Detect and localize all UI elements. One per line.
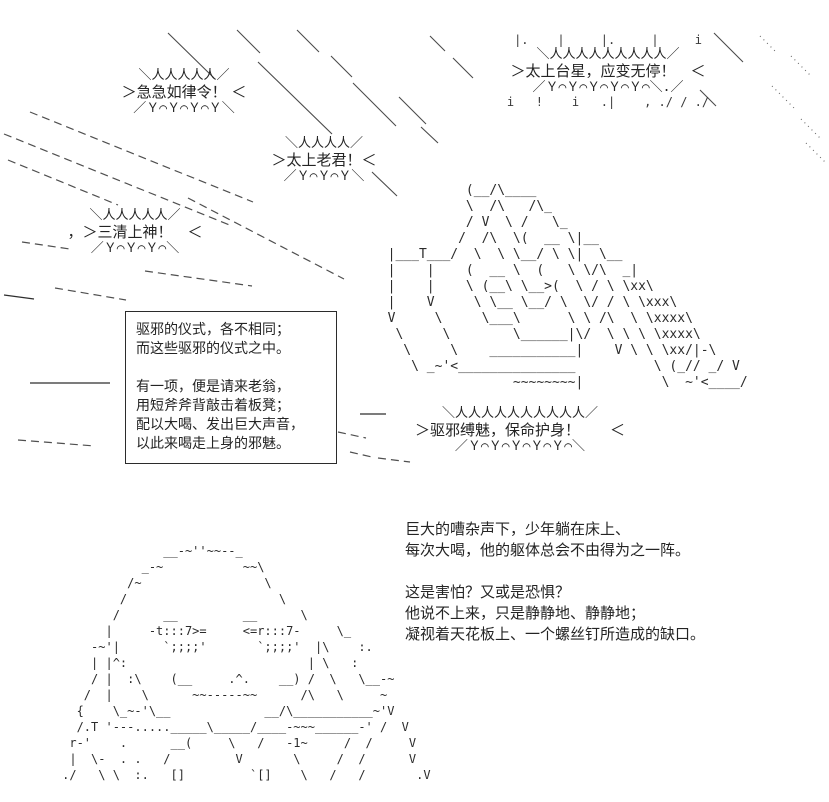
shout-text-quxiefumei: ＞驱邪缚魅，保命护身！ ＜: [414, 421, 625, 439]
shout-bubble-sanqingshangshen: ＼人人人人人／ ，＞三清上神！ ＜ ／Ｙ⌒Ｙ⌒Ｙ⌒＼: [35, 208, 235, 256]
bubble-bottom-border: ／Ｙ⌒Ｙ⌒Ｙ⌒Ｙ＼: [133, 101, 235, 116]
bubble-top-border: ＼人人人人人人人人人人／: [441, 406, 598, 421]
bubble-top-border: ＼人人人人人人人人人／: [536, 47, 680, 62]
shout-text-taishangtaixing: ＞太上台星，应变无停！ ＜: [510, 62, 706, 80]
boy-ascii-art: __-~''~~--_ _-~ ~~\ /~ \ / \ / __ __ \ |…: [62, 544, 431, 782]
shout-bubble-taishangtaixing: |. | |. | i ＼人人人人人人人人人／ ＞太上台星，应变无停！ ＜ ／Ｙ…: [468, 33, 748, 109]
bubble-bottom-border: ／Ｙ⌒Ｙ⌒Ｙ⌒Ｙ⌒Ｙ⌒＼.／: [532, 80, 684, 95]
bubble-marks-below: i ! i .| , ./ / ./: [506, 95, 710, 109]
story-paragraph-2: 这是害怕？又或是恐惧？ 他说不上来，只是静静地、静静地； 凝视着天花板上、一个螺…: [405, 583, 706, 643]
narration-box: 驱邪的仪式，各不相同； 而这些驱邪的仪式之中。 有一项，便是请来老翁， 用短斧斧…: [125, 311, 337, 464]
shout-text-jijirulvling: ＞急急如律令！ ＜: [121, 83, 247, 101]
bubble-bottom-border: ／Ｙ⌒Ｙ⌒Ｙ＼: [283, 169, 365, 184]
shout-bubble-taishanglaojun: ＼人人人人／ ＞太上老君！＜ ／Ｙ⌒Ｙ⌒Ｙ＼: [248, 136, 400, 184]
dotted-rain-lines: [759, 35, 827, 164]
axe-ascii-art: (__/\____ \ /\ /\_ / V \ / \_ / /\ \( __…: [387, 183, 748, 390]
bubble-top-border: ＼人人人人／: [284, 136, 363, 151]
bubble-top-border: ＼人人人人人／: [138, 68, 230, 83]
bubble-top-border: ＼人人人人人／: [89, 208, 181, 223]
bubble-bottom-border: ／Ｙ⌒Ｙ⌒Ｙ⌒Ｙ⌒Ｙ⌒＼: [454, 439, 586, 454]
paragraph-gap: [405, 561, 815, 582]
story-text-block: 巨大的嘈杂声下，少年躺在床上、 每次大喝，他的躯体总会不由得为之一阵。 这是害怕…: [405, 519, 815, 645]
shout-text-sanqingshangshen: ，＞三清上神！ ＜: [67, 223, 203, 241]
story-paragraph-1: 巨大的嘈杂声下，少年躺在床上、 每次大喝，他的躯体总会不由得为之一阵。: [405, 520, 691, 559]
shout-text-taishanglaojun: ＞太上老君！＜: [271, 151, 377, 169]
bubble-ticks-above: |. | |. | i: [514, 33, 702, 47]
shout-bubble-quxiefumei: ＼人人人人人人人人人人／ ＞驱邪缚魅，保命护身！ ＜ ／Ｙ⌒Ｙ⌒Ｙ⌒Ｙ⌒Ｙ⌒＼: [392, 406, 648, 454]
bubble-bottom-border: ／Ｙ⌒Ｙ⌒Ｙ⌒＼: [90, 241, 180, 256]
shout-bubble-jijirulvling: ＼人人人人人／ ＞急急如律令！ ＜ ／Ｙ⌒Ｙ⌒Ｙ⌒Ｙ＼: [100, 68, 268, 116]
